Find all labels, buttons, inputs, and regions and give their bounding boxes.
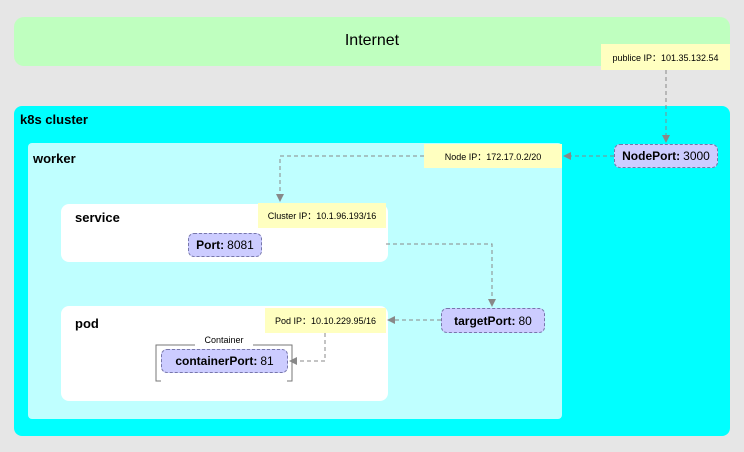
worker-node: worker service pod (28, 143, 562, 419)
nodeport-name: NodePort: (622, 149, 681, 163)
pod-ip-tag: Pod IP：10.10.229.95/16 (265, 308, 386, 333)
container-label: Container (204, 335, 244, 345)
public-ip-tag: publice IP：101.35.132.54 (601, 44, 730, 70)
service-port-box: Port: 8081 (188, 233, 262, 257)
service-port-name: Port: (196, 238, 225, 252)
containerport-value: 81 (260, 354, 274, 368)
worker-label: worker (33, 151, 76, 166)
cluster-ip-tag: Cluster IP：10.1.96.193/16 (258, 203, 386, 228)
service-port-value: 8081 (227, 238, 254, 252)
node-ip-tag: Node IP：172.17.0.2/20 (424, 144, 562, 168)
targetport-value: 80 (518, 313, 532, 328)
containerport-box: containerPort: 81 (161, 349, 288, 373)
cluster-label: k8s cluster (20, 112, 88, 127)
targetport-box: targetPort: 80 (441, 308, 545, 333)
nodeport-value: 3000 (683, 149, 710, 163)
service-label: service (75, 210, 120, 225)
nodeport-box: NodePort: 3000 (614, 144, 718, 168)
internet-zone: Internet (14, 17, 730, 66)
targetport-name: targetPort: (454, 313, 516, 328)
containerport-name: containerPort: (175, 354, 258, 368)
internet-label: Internet (344, 32, 400, 49)
pod-label: pod (75, 316, 99, 331)
